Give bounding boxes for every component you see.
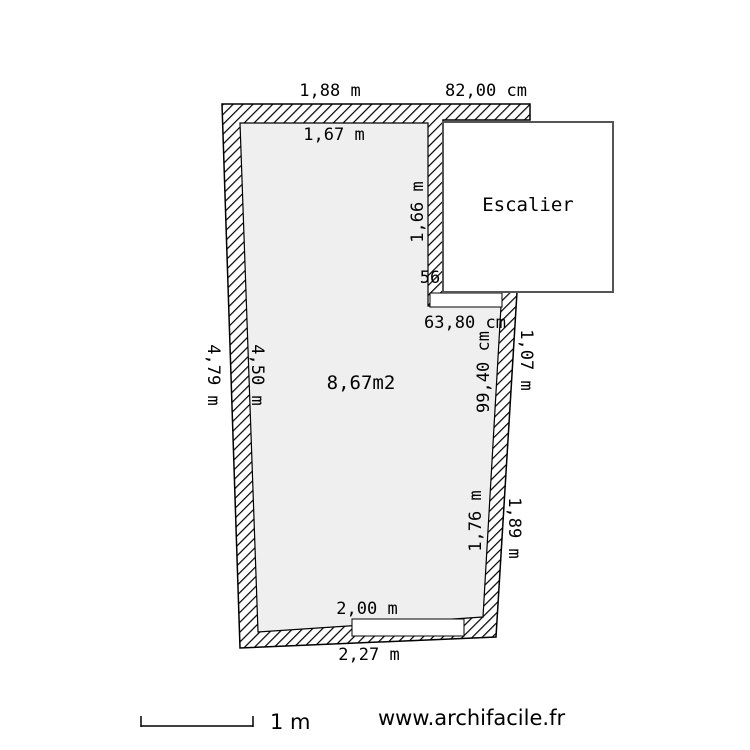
dim-notch-vertical: 1,66 m xyxy=(408,181,428,242)
stair-block xyxy=(442,121,614,293)
scale-bar xyxy=(140,716,254,727)
dim-bottom-inner: 2,00 m xyxy=(336,599,397,619)
door-opening-stair xyxy=(429,292,503,308)
scale-label: 1 m xyxy=(270,710,311,734)
website-link[interactable]: www.archifacile.fr xyxy=(378,706,565,730)
door-opening-bottom xyxy=(351,618,465,637)
dim-left-outer: 4,79 m xyxy=(203,344,223,405)
dim-right-upper-inner: 99,40 cm xyxy=(474,331,494,413)
dim-notch-small: 56 xyxy=(420,268,440,288)
room-area: 8,67m2 xyxy=(327,372,396,394)
dim-right-lower-inner: 1,76 m xyxy=(466,490,486,551)
dim-right-lower-outer: 1,89 m xyxy=(504,497,524,558)
stair-label: Escalier xyxy=(482,194,574,216)
dim-top-stair: 82,00 cm xyxy=(445,81,527,101)
dim-notch-bottom: 63,80 cm xyxy=(424,313,506,333)
dim-bottom-outer: 2,27 m xyxy=(338,645,399,665)
dim-top-outer: 1,88 m xyxy=(299,81,360,101)
dim-left-inner: 4,50 m xyxy=(247,344,267,405)
dim-top-inner: 1,67 m xyxy=(303,125,364,145)
dim-right-upper-outer: 1,07 m xyxy=(516,329,536,390)
